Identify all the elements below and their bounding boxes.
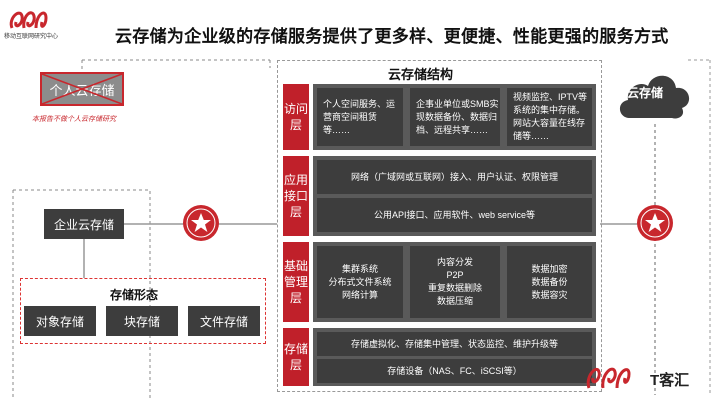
enterprise-storage-label: 企业云存储: [53, 217, 114, 232]
block-storage-label: 块存储: [123, 314, 160, 329]
star-icon: [637, 205, 673, 241]
access-cell-1: 个人空间服务、运营商空间租赁等……: [317, 88, 403, 146]
logo-icon: [9, 11, 48, 29]
layer-label-access: 访问层: [283, 84, 309, 150]
management-cell-1: 集群系统 分布式文件系统 网络计算: [317, 246, 403, 318]
storage-forms-frame: [20, 278, 266, 344]
watermark-logo-icon: [586, 367, 631, 389]
personal-storage-label: 个人云存储: [49, 82, 115, 98]
file-storage-label: 文件存储: [199, 314, 248, 329]
management-cell-3: 数据加密 数据备份 数据容灾: [507, 246, 592, 318]
cloud-icon: [619, 75, 690, 119]
star-icon: [183, 205, 219, 241]
storage-forms-label: 存储形态: [110, 288, 159, 302]
layer-label-management: 基础管理层: [283, 242, 309, 322]
access-cell-3: 视频监控、IPTV等系统的集中存储。网站大容量在线存储等……: [507, 88, 592, 146]
cloud-label: 云存储: [627, 86, 664, 100]
logo-subtitle: 移动互联网研究中心: [4, 34, 59, 40]
structure-title: 云存储结构: [388, 67, 454, 82]
page-title: 云存储为企业级的存储服务提供了更多样、更便捷、性能更强的服务方式: [115, 27, 669, 46]
management-cell-2: 内容分发 P2P 重复数据删除 数据压缩: [410, 246, 500, 318]
watermark-text: T客汇: [650, 372, 690, 389]
cross-out-icon: [41, 73, 123, 105]
block-storage-box: 块存储: [106, 306, 178, 336]
layer-label-storage: 存储层: [283, 328, 309, 386]
access-cell-2: 企事业单位或SMB实现数据备份、数据归档、远程共享……: [410, 88, 500, 146]
storage-cell-2: 存储设备（NAS、FC、iSCSI等）: [317, 359, 592, 383]
file-storage-box: 文件存储: [188, 306, 260, 336]
storage-cell-1: 存储虚拟化、存储集中管理、状态监控、维护升级等: [317, 332, 592, 356]
interface-cell-1: 网络（广域网或互联网）接入、用户认证、权限管理: [317, 160, 592, 194]
object-storage-label: 对象存储: [35, 314, 84, 329]
interface-cell-2: 公用API接口、应用软件、web service等: [317, 198, 592, 232]
object-storage-box: 对象存储: [24, 306, 96, 336]
structure-frame: [277, 60, 602, 392]
layer-label-interface: 应用接口层: [283, 156, 309, 236]
personal-note: 本报告不做个人云存储研究: [32, 116, 116, 123]
enterprise-storage-box: 企业云存储: [44, 209, 124, 239]
